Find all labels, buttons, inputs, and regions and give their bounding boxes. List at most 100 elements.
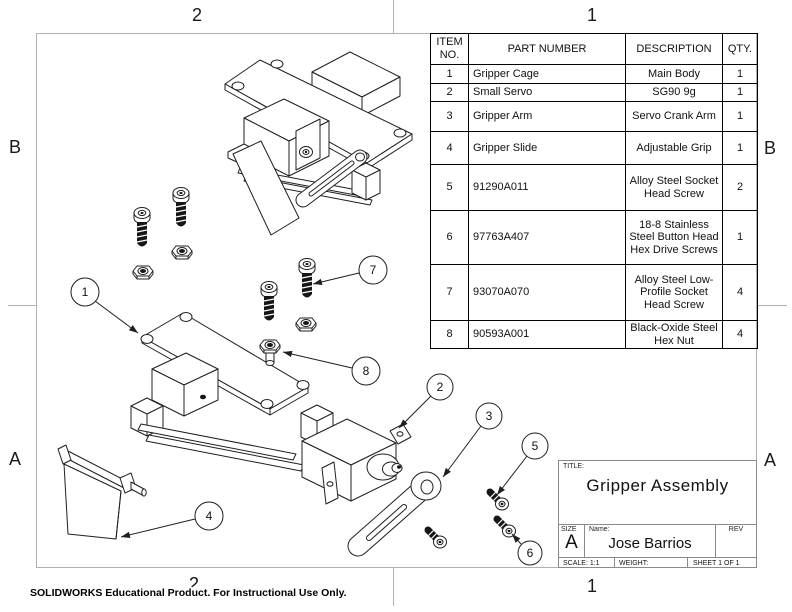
bom-description: Main Body [625, 64, 723, 84]
bom-qty: 1 [722, 210, 758, 265]
bom-description: Black-Oxide Steel Hex Nut [625, 320, 723, 349]
table-row: 1 Gripper Cage Main Body 1 [430, 64, 758, 84]
balloon-4-label: 4 [206, 509, 213, 523]
bom-part-number: Small Servo [468, 83, 626, 102]
bom-header-item: ITEM NO. [430, 33, 469, 65]
balloon-2 [426, 373, 454, 401]
table-row: 5 91290A011 Alloy Steel Socket Head Scre… [430, 164, 758, 211]
balloon-8-label: 8 [363, 364, 370, 378]
bom-part-number: Gripper Slide [468, 131, 626, 165]
bom-part-number: 91290A011 [468, 164, 626, 211]
bom-item-no: 4 [430, 131, 469, 165]
zone-label-top-1: 1 [586, 5, 598, 25]
bom-qty: 4 [722, 264, 758, 321]
zone-divider-tick [8, 305, 36, 306]
title-label: TITLE: [563, 463, 585, 470]
zone-label-right-a: A [764, 450, 777, 470]
size-cell: SIZE A [559, 525, 584, 557]
sheet-value: SHEET 1 OF 1 [693, 560, 740, 567]
bom-description: Servo Crank Arm [625, 101, 723, 132]
bom-description: Alloy Steel Low-Profile Socket Head Scre… [625, 264, 723, 321]
bom-description: Alloy Steel Socket Head Screw [625, 164, 723, 211]
bom-item-no: 5 [430, 164, 469, 211]
bom-header-qty: QTY. [722, 33, 758, 65]
bom-header-part-number: PART NUMBER [468, 33, 626, 65]
bom-item-no: 2 [430, 83, 469, 102]
bom-item-no: 6 [430, 210, 469, 265]
bom-item-no: 1 [430, 64, 469, 84]
bom-qty: 1 [722, 64, 758, 84]
bom-qty: 2 [722, 164, 758, 211]
balloon-8 [351, 356, 381, 386]
author-name: Jose Barrios [608, 535, 692, 553]
zone-label-bottom-2: 2 [189, 575, 200, 588]
name-label: Name: [589, 526, 610, 534]
balloon-6-label: 6 [527, 546, 534, 560]
bom-header-description: DESCRIPTION [625, 33, 723, 65]
bom-description: 18-8 Stainless Steel Button Head Hex Dri… [625, 210, 723, 265]
zone-label-right-b: B [764, 138, 777, 158]
table-row: 7 93070A070 Alloy Steel Low-Profile Sock… [430, 264, 758, 321]
assembled-gripper-view [224, 51, 413, 236]
table-row: 4 Gripper Slide Adjustable Grip 1 [430, 131, 758, 165]
bom-part-number: 90593A001 [468, 320, 626, 349]
balloon-7 [358, 255, 388, 285]
title-block: TITLE: Gripper Assembly SIZE A Name: Jos… [558, 460, 757, 568]
balloon-3 [475, 402, 503, 430]
name-cell: Name: Jose Barrios [584, 525, 716, 557]
bom-part-number: Gripper Cage [468, 64, 626, 84]
solidworks-educational-watermark: SOLIDWORKS Educational Product. For Inst… [30, 587, 350, 599]
bom-header-row: ITEM NO. PART NUMBER DESCRIPTION QTY. [430, 33, 758, 65]
balloon-1-label: 1 [82, 285, 89, 299]
zone-divider-tick [757, 305, 787, 306]
zone-label-left-b: B [9, 137, 22, 157]
balloon-7-label: 7 [370, 263, 377, 277]
rev-cell: REV [716, 525, 756, 557]
balloon-5 [521, 432, 549, 460]
weight-value: WEIGHT: [614, 558, 688, 567]
zone-label-top-2: 2 [191, 5, 203, 25]
small-servo-part [301, 418, 412, 505]
balloon-1 [70, 277, 100, 307]
size-label: SIZE [561, 526, 577, 534]
bom-part-number: 93070A070 [468, 264, 626, 321]
balloon-6 [517, 540, 543, 566]
zone-divider-tick [393, 568, 394, 606]
bom-qty: 1 [722, 131, 758, 165]
table-row: 2 Small Servo SG90 9g 1 [430, 83, 758, 102]
bom-part-number: 97763A407 [468, 210, 626, 265]
table-row: 6 97763A407 18-8 Stainless Steel Button … [430, 210, 758, 265]
bom-qty: 1 [722, 101, 758, 132]
bom-description: SG90 9g [625, 83, 723, 102]
zone-divider-tick [393, 0, 394, 33]
balloon-3-label: 3 [486, 409, 493, 423]
sheet-size: A [565, 532, 578, 554]
zone-label-left-a: A [9, 449, 22, 469]
title-block-middle-row: SIZE A Name: Jose Barrios REV [559, 524, 756, 557]
balloon-4 [194, 501, 224, 531]
gripper-slide-part [57, 444, 147, 540]
bill-of-materials-table: ITEM NO. PART NUMBER DESCRIPTION QTY. 1 … [430, 33, 758, 349]
bom-item-no: 7 [430, 264, 469, 321]
scale-value: SCALE: 1:1 [563, 560, 600, 567]
gripper-cage-part [130, 312, 334, 472]
button-head-screws [428, 492, 516, 548]
balloon-2-label: 2 [437, 380, 444, 394]
bom-description: Adjustable Grip [625, 131, 723, 165]
rev-label: REV [728, 526, 744, 534]
table-row: 3 Gripper Arm Servo Crank Arm 1 [430, 101, 758, 132]
bom-item-no: 3 [430, 101, 469, 132]
bom-qty: 4 [722, 320, 758, 349]
drawing-title: Gripper Assembly [586, 476, 729, 495]
title-block-title-cell: TITLE: Gripper Assembly [559, 461, 756, 524]
balloon-callouts: 1 2 3 4 5 6 7 8 [70, 255, 549, 566]
bom-item-no: 8 [430, 320, 469, 349]
zone-label-bottom-1: 1 [586, 576, 598, 596]
gripper-arm-part [347, 471, 442, 557]
title-block-bottom-row: SCALE: 1:1 WEIGHT: SHEET 1 OF 1 [559, 557, 756, 567]
balloon-5-label: 5 [532, 439, 539, 453]
table-row: 8 90593A001 Black-Oxide Steel Hex Nut 4 [430, 320, 758, 349]
bom-part-number: Gripper Arm [468, 101, 626, 132]
